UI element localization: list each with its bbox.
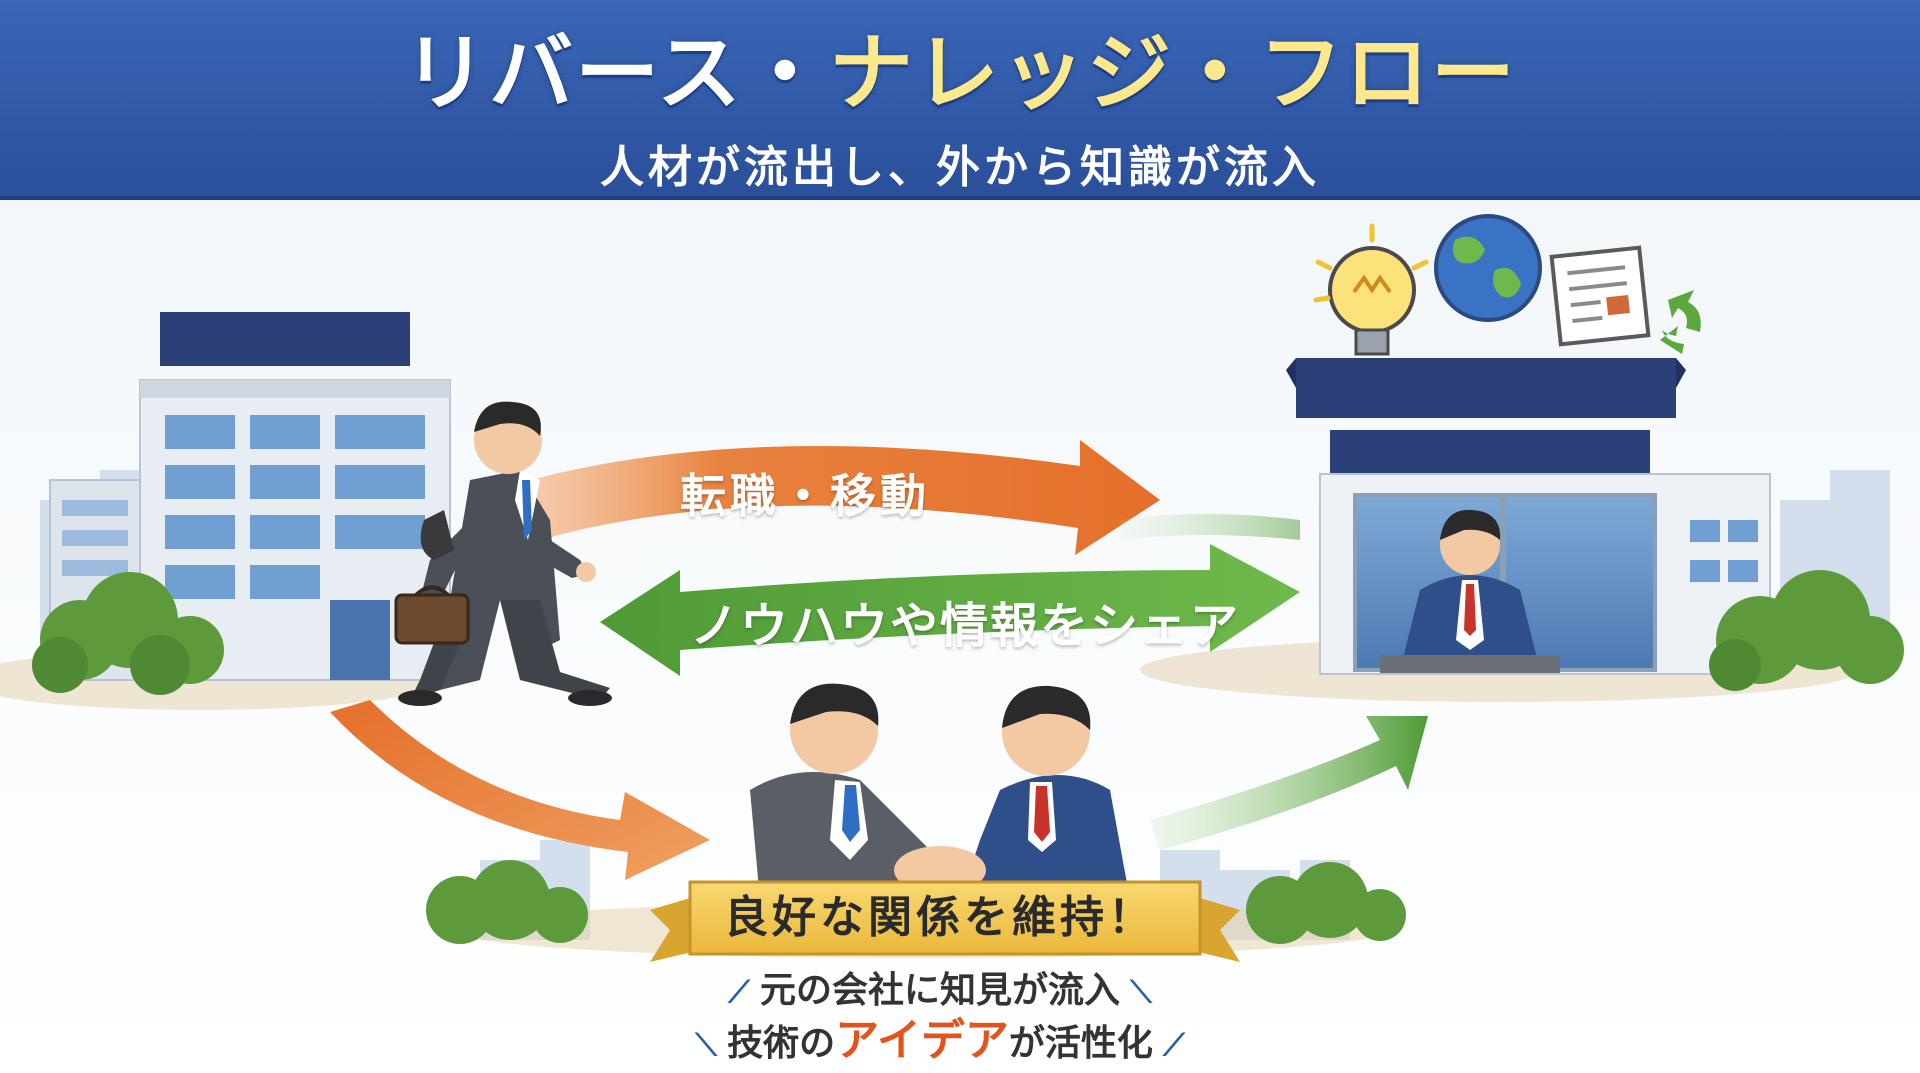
arrow-label-move: 転職・移動 — [680, 469, 930, 523]
title-part2: ナレッジ・フロー — [828, 24, 1517, 122]
globe-icon — [1434, 214, 1542, 322]
bushes-left — [32, 572, 224, 695]
green-arrow-up — [1150, 716, 1428, 850]
bottom-line-2-before: 技術の — [727, 1023, 836, 1064]
spark-left-icon: ⟋ — [728, 975, 760, 1010]
spark-right-icon: ⟍ — [1120, 975, 1152, 1010]
orange-arrow-top — [530, 440, 1160, 555]
page-title: リバース・ナレッジ・フロー — [0, 18, 1920, 128]
walking-businessman — [394, 401, 612, 706]
spark-left-icon-2: ⟍ — [695, 1028, 728, 1063]
recycle-icon — [1660, 290, 1701, 354]
title-part1: リバース・ — [403, 24, 829, 122]
bottom-line-1-text: 元の会社に知見が流入 — [759, 970, 1120, 1011]
green-double-arrow — [600, 514, 1300, 676]
bottom-line-2-highlight: アイデア — [835, 1015, 1009, 1066]
bushes-center — [426, 860, 1406, 944]
ribbon — [650, 880, 1240, 962]
bottom-line-2-after: が活性化 — [1008, 1023, 1153, 1064]
page-subtitle: 人材が流出し、外から知識が流入 — [600, 142, 1320, 193]
bushes-right — [1709, 570, 1904, 691]
receptionist-man — [1380, 509, 1560, 673]
arrow-label-share: ノウハウや情報をシェア — [690, 598, 1241, 654]
bottom-line-2: ⟍ 技術のアイデアが活性化 ⟋ — [640, 1018, 1240, 1069]
bottom-line-1: ⟋ 元の会社に知見が流入 ⟍ — [640, 968, 1240, 1016]
orange-arrow-down — [330, 700, 710, 880]
handshake — [750, 683, 1130, 900]
spark-right-icon-2: ⟋ — [1152, 1028, 1185, 1063]
document-icon — [1549, 245, 1651, 347]
lightbulb-icon — [1313, 223, 1429, 356]
ribbon-label: 良好な関係を維持！ — [724, 892, 1156, 943]
header-banner — [0, 0, 1920, 200]
